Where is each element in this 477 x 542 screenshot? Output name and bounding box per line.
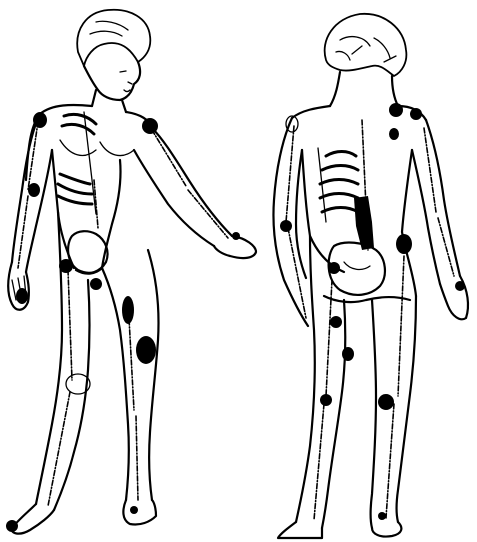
front-figure xyxy=(6,10,256,534)
front-neck xyxy=(92,90,126,112)
front-left-foot xyxy=(123,500,156,525)
back-hair xyxy=(325,14,407,76)
back-right-tibia xyxy=(314,404,324,520)
back-left-foot xyxy=(372,522,401,537)
front-hair xyxy=(77,10,150,66)
back-left-hand xyxy=(440,276,468,319)
marker-front-left-wrist xyxy=(232,232,240,240)
back-left-arm xyxy=(412,120,460,284)
front-pelvis xyxy=(68,231,107,273)
front-chest xyxy=(60,140,134,156)
marker-back-sacrum xyxy=(328,262,340,274)
marker-back-right-thigh xyxy=(330,316,342,328)
back-figure xyxy=(273,14,468,538)
front-facial-features xyxy=(120,71,132,92)
marker-front-right-foot xyxy=(6,520,18,532)
front-right-tibia xyxy=(48,392,70,506)
front-marker-group xyxy=(6,112,240,532)
front-ribcage xyxy=(58,112,96,214)
marker-back-right-hamstring xyxy=(342,347,354,361)
back-left-tibia xyxy=(386,404,394,518)
marker-back-right-knee xyxy=(320,394,332,406)
marker-front-pubic xyxy=(90,278,102,290)
marker-front-right-hand xyxy=(16,288,28,304)
front-right-leg-outline xyxy=(36,212,90,510)
back-left-forearm-bone xyxy=(438,218,454,276)
marker-front-right-hip xyxy=(59,259,73,273)
front-left-humerus xyxy=(152,130,186,186)
front-face xyxy=(84,62,140,100)
marker-front-left-shoulder xyxy=(142,118,158,134)
back-lumbar-dark xyxy=(354,196,374,250)
back-right-arm xyxy=(273,118,308,326)
marker-back-left-wrist xyxy=(455,281,465,291)
back-neck xyxy=(330,72,398,106)
back-hair-strands xyxy=(336,37,396,62)
front-left-leg-outline xyxy=(102,250,159,500)
marker-front-left-knee xyxy=(136,336,156,364)
marker-front-left-thigh xyxy=(122,296,134,324)
back-right-leg-outline xyxy=(296,236,345,528)
marker-front-right-shoulder xyxy=(33,112,47,128)
front-left-arm xyxy=(134,128,232,246)
front-right-foot xyxy=(12,504,54,534)
front-right-femur xyxy=(68,270,72,380)
back-ribcage xyxy=(318,148,358,222)
back-right-humerus xyxy=(286,126,294,222)
marker-back-left-hip xyxy=(396,234,412,254)
marker-back-left-ankle xyxy=(378,512,386,520)
marker-back-neck-left xyxy=(389,103,403,117)
back-left-humerus xyxy=(424,128,436,212)
front-left-tibia xyxy=(136,416,138,500)
marker-back-upper-scapula xyxy=(389,128,399,140)
marker-back-left-knee xyxy=(378,394,394,410)
marker-front-left-ankle xyxy=(130,506,138,514)
marker-back-neck-right xyxy=(410,108,422,120)
marker-front-right-elbow xyxy=(28,183,40,197)
back-right-foot xyxy=(278,522,322,538)
marker-back-right-elbow xyxy=(280,220,292,232)
front-hair-strands xyxy=(90,21,128,36)
back-left-femur xyxy=(398,256,404,396)
